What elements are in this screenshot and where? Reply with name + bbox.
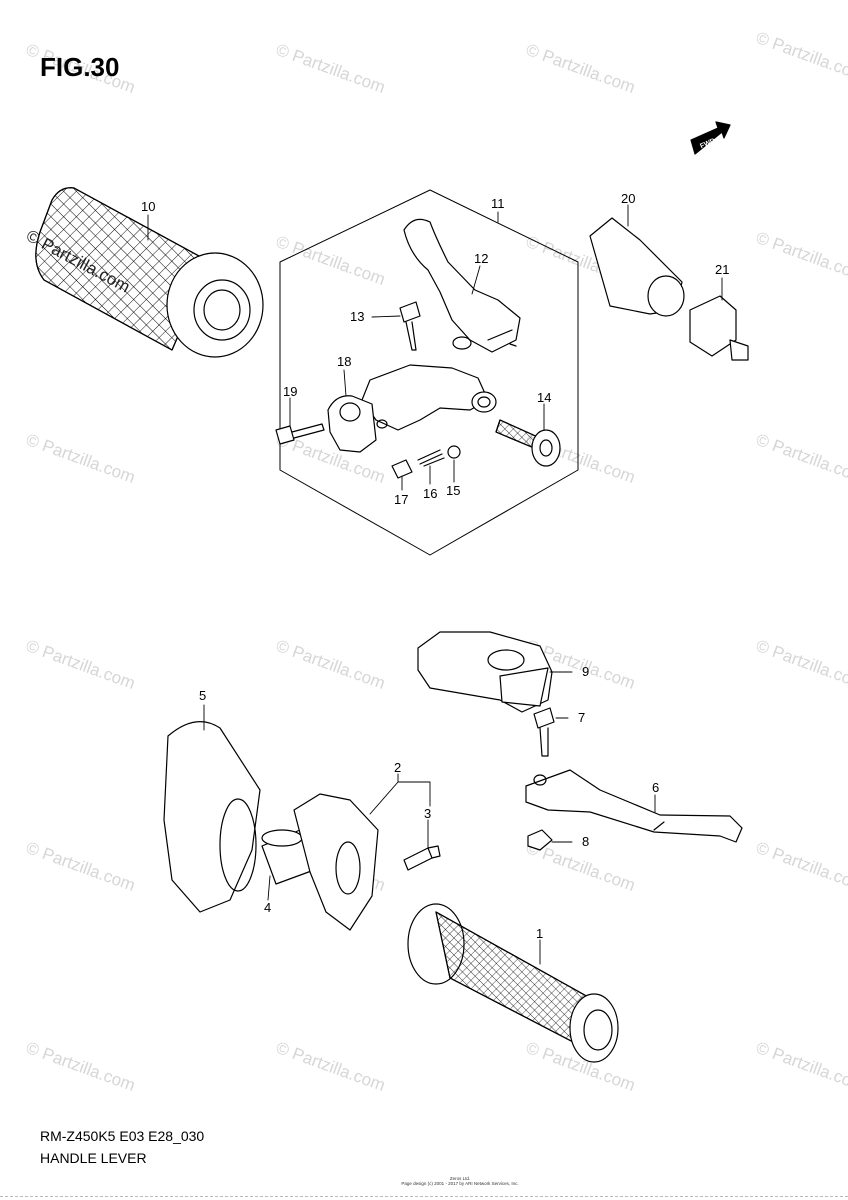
figure-title: FIG.30 bbox=[40, 52, 120, 82]
adjuster-part-14 bbox=[495, 419, 561, 467]
holder-part-2 bbox=[293, 793, 379, 931]
bolt-part-13 bbox=[399, 301, 421, 351]
callout-7: 7 bbox=[578, 710, 585, 725]
spring-part-17 bbox=[391, 459, 413, 479]
cover-part-9 bbox=[417, 631, 553, 713]
callout-14: 14 bbox=[537, 390, 551, 405]
callout-1: 1 bbox=[536, 926, 543, 941]
callout-8: 8 bbox=[582, 834, 589, 849]
callout-10: 10 bbox=[141, 199, 155, 214]
bolt-part-19 bbox=[275, 423, 325, 445]
grip-left-part-10 bbox=[35, 187, 264, 358]
ball-part-15 bbox=[447, 445, 461, 459]
model-code: RM-Z450K5 E03 E28_030 bbox=[40, 1128, 205, 1144]
lever-part-6 bbox=[525, 769, 743, 843]
fine-print: Zeros Ltd. Page design (c) 2001 - 2017 b… bbox=[310, 1176, 610, 1186]
adjuster-part-21 bbox=[689, 295, 749, 361]
callout-18: 18 bbox=[337, 354, 351, 369]
lever-holder-part-18 bbox=[327, 364, 497, 453]
callout-11: 11 bbox=[491, 196, 505, 211]
cover-part-20 bbox=[589, 217, 685, 317]
callout-21: 21 bbox=[715, 262, 729, 277]
callout-12: 12 bbox=[474, 251, 488, 266]
callout-2: 2 bbox=[394, 760, 401, 775]
bottom-divider bbox=[0, 1196, 848, 1197]
pivot-bolt-part-7 bbox=[533, 707, 555, 757]
fwd-arrow-icon: FWD bbox=[690, 121, 731, 155]
callout-5: 5 bbox=[199, 688, 206, 703]
callout-6: 6 bbox=[652, 780, 659, 795]
callout-9: 9 bbox=[582, 664, 589, 679]
fine-print-line: Page design (c) 2001 - 2017 by ARI Netwo… bbox=[401, 1181, 519, 1186]
callout-20: 20 bbox=[621, 191, 635, 206]
grip-cover-part-5 bbox=[163, 721, 261, 913]
figure-name: HANDLE LEVER bbox=[40, 1150, 147, 1166]
grip-right-part-1 bbox=[407, 903, 619, 1063]
callout-3: 3 bbox=[424, 806, 431, 821]
callout-4: 4 bbox=[264, 900, 271, 915]
callout-16: 16 bbox=[423, 486, 437, 501]
spring-part-16 bbox=[417, 449, 445, 467]
screw-part-3 bbox=[403, 845, 441, 871]
nut-part-8 bbox=[527, 829, 553, 851]
callout-19: 19 bbox=[283, 384, 297, 399]
assembly-frame bbox=[279, 189, 579, 556]
callout-15: 15 bbox=[446, 483, 460, 498]
callout-13: 13 bbox=[350, 309, 364, 324]
fine-print-line: Zeros Ltd. bbox=[449, 1176, 471, 1181]
callout-17: 17 bbox=[394, 492, 408, 507]
lever-part-11 bbox=[403, 218, 521, 353]
